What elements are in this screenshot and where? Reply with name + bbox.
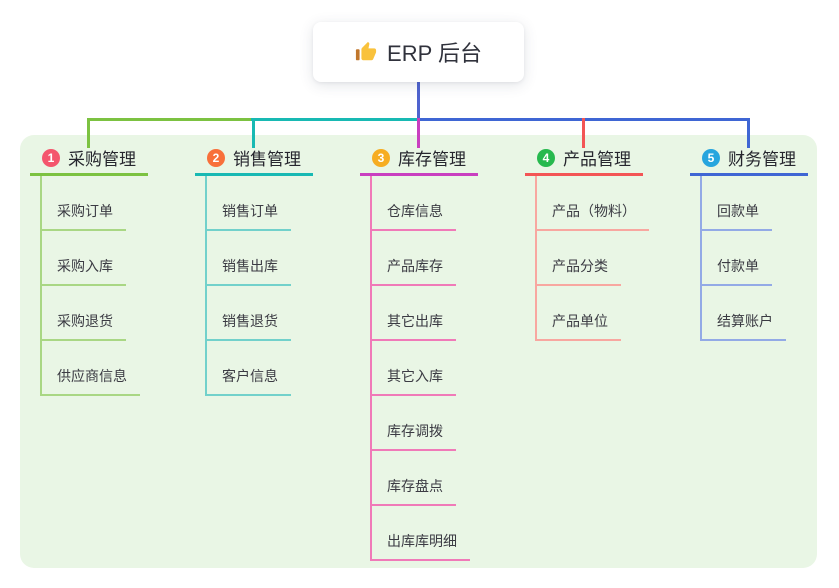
branch-label: 产品管理 — [563, 150, 631, 169]
branch-inventory: 3 库存管理仓库信息产品库存其它出库其它入库库存调拨库存盘点出库库明细 — [360, 145, 510, 561]
branch-label: 采购管理 — [68, 150, 136, 169]
child-node[interactable]: 采购订单 — [40, 202, 126, 231]
child-node[interactable]: 销售出库 — [205, 257, 291, 286]
branch-child-rail-product — [535, 176, 537, 341]
connector-drop-purchase — [87, 118, 90, 148]
branch-badge-purchase: 1 — [42, 148, 60, 167]
branch-header-inventory[interactable]: 3 库存管理 — [360, 145, 478, 176]
connector-trunk — [417, 82, 420, 119]
connector-drop-finance — [747, 118, 750, 148]
child-node[interactable]: 采购退货 — [40, 312, 126, 341]
branch-badge-finance: 5 — [702, 148, 720, 167]
thumbs-up-icon — [355, 41, 377, 63]
child-node[interactable]: 其它入库 — [370, 367, 456, 396]
branch-purchase: 1 采购管理采购订单采购入库采购退货供应商信息 — [30, 145, 180, 396]
child-node[interactable]: 库存调拨 — [370, 422, 456, 451]
branch-child-rail-purchase — [40, 176, 42, 396]
child-node[interactable]: 付款单 — [700, 257, 772, 286]
child-node[interactable]: 销售订单 — [205, 202, 291, 231]
connector-drop-inventory — [417, 118, 420, 148]
mindmap-panel — [20, 135, 817, 568]
connector-h-purchase — [87, 118, 255, 121]
branch-child-rail-sales — [205, 176, 207, 396]
root-title: ERP 后台 — [387, 41, 482, 66]
child-node[interactable]: 供应商信息 — [40, 367, 140, 396]
branch-product: 4 产品管理产品（物料） 产品分类产品单位 — [525, 145, 675, 341]
branch-header-sales[interactable]: 2 销售管理 — [195, 145, 313, 176]
branch-badge-product: 4 — [537, 148, 555, 167]
branch-finance: 5 财务管理回款单付款单结算账户 — [690, 145, 839, 341]
child-node[interactable]: 销售退货 — [205, 312, 291, 341]
branch-child-rail-finance — [700, 176, 702, 341]
branch-badge-sales: 2 — [207, 148, 225, 167]
connector-h-sales — [251, 118, 419, 121]
branch-sales: 2 销售管理销售订单销售出库销售退货客户信息 — [195, 145, 345, 396]
child-node[interactable]: 客户信息 — [205, 367, 291, 396]
child-node[interactable]: 产品单位 — [535, 312, 621, 341]
branch-header-finance[interactable]: 5 财务管理 — [690, 145, 808, 176]
branch-label: 销售管理 — [233, 150, 301, 169]
child-node[interactable]: 产品（物料） — [535, 202, 649, 231]
child-node[interactable]: 出库库明细 — [370, 532, 470, 561]
child-node[interactable]: 仓库信息 — [370, 202, 456, 231]
branch-label: 库存管理 — [398, 150, 466, 169]
branch-label: 财务管理 — [728, 150, 796, 169]
child-node[interactable]: 采购入库 — [40, 257, 126, 286]
child-node[interactable]: 其它出库 — [370, 312, 456, 341]
root-node[interactable]: ERP 后台 — [313, 22, 524, 82]
connector-drop-product — [582, 118, 585, 148]
child-node[interactable]: 库存盘点 — [370, 477, 456, 506]
branch-header-product[interactable]: 4 产品管理 — [525, 145, 643, 176]
branch-header-purchase[interactable]: 1 采购管理 — [30, 145, 148, 176]
child-node[interactable]: 产品库存 — [370, 257, 456, 286]
child-node[interactable]: 结算账户 — [700, 312, 786, 341]
connector-drop-sales — [252, 118, 255, 148]
child-node[interactable]: 回款单 — [700, 202, 772, 231]
branch-child-rail-inventory — [370, 176, 372, 561]
child-node[interactable]: 产品分类 — [535, 257, 621, 286]
branch-badge-inventory: 3 — [372, 148, 390, 167]
